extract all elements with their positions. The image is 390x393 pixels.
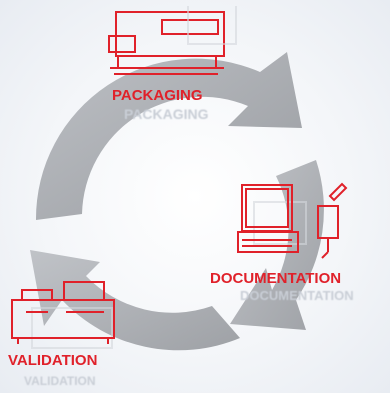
packaging-machine-icon xyxy=(108,6,237,75)
cycle-arrow-bottom xyxy=(30,250,240,351)
documentation-ghost-label: DOCUMENTATION xyxy=(240,288,354,303)
validation-label: VALIDATION xyxy=(8,352,98,369)
documentation-label: DOCUMENTATION xyxy=(210,270,342,287)
packaging-label: PACKAGING xyxy=(112,87,203,104)
computer-tablet-icon xyxy=(237,182,348,259)
lab-equipment-icon xyxy=(11,281,115,349)
packaging-ghost-label: PACKAGING xyxy=(124,106,209,122)
cycle-arrow-top xyxy=(35,52,303,220)
validation-ghost-label: VALIDATION xyxy=(24,374,96,388)
